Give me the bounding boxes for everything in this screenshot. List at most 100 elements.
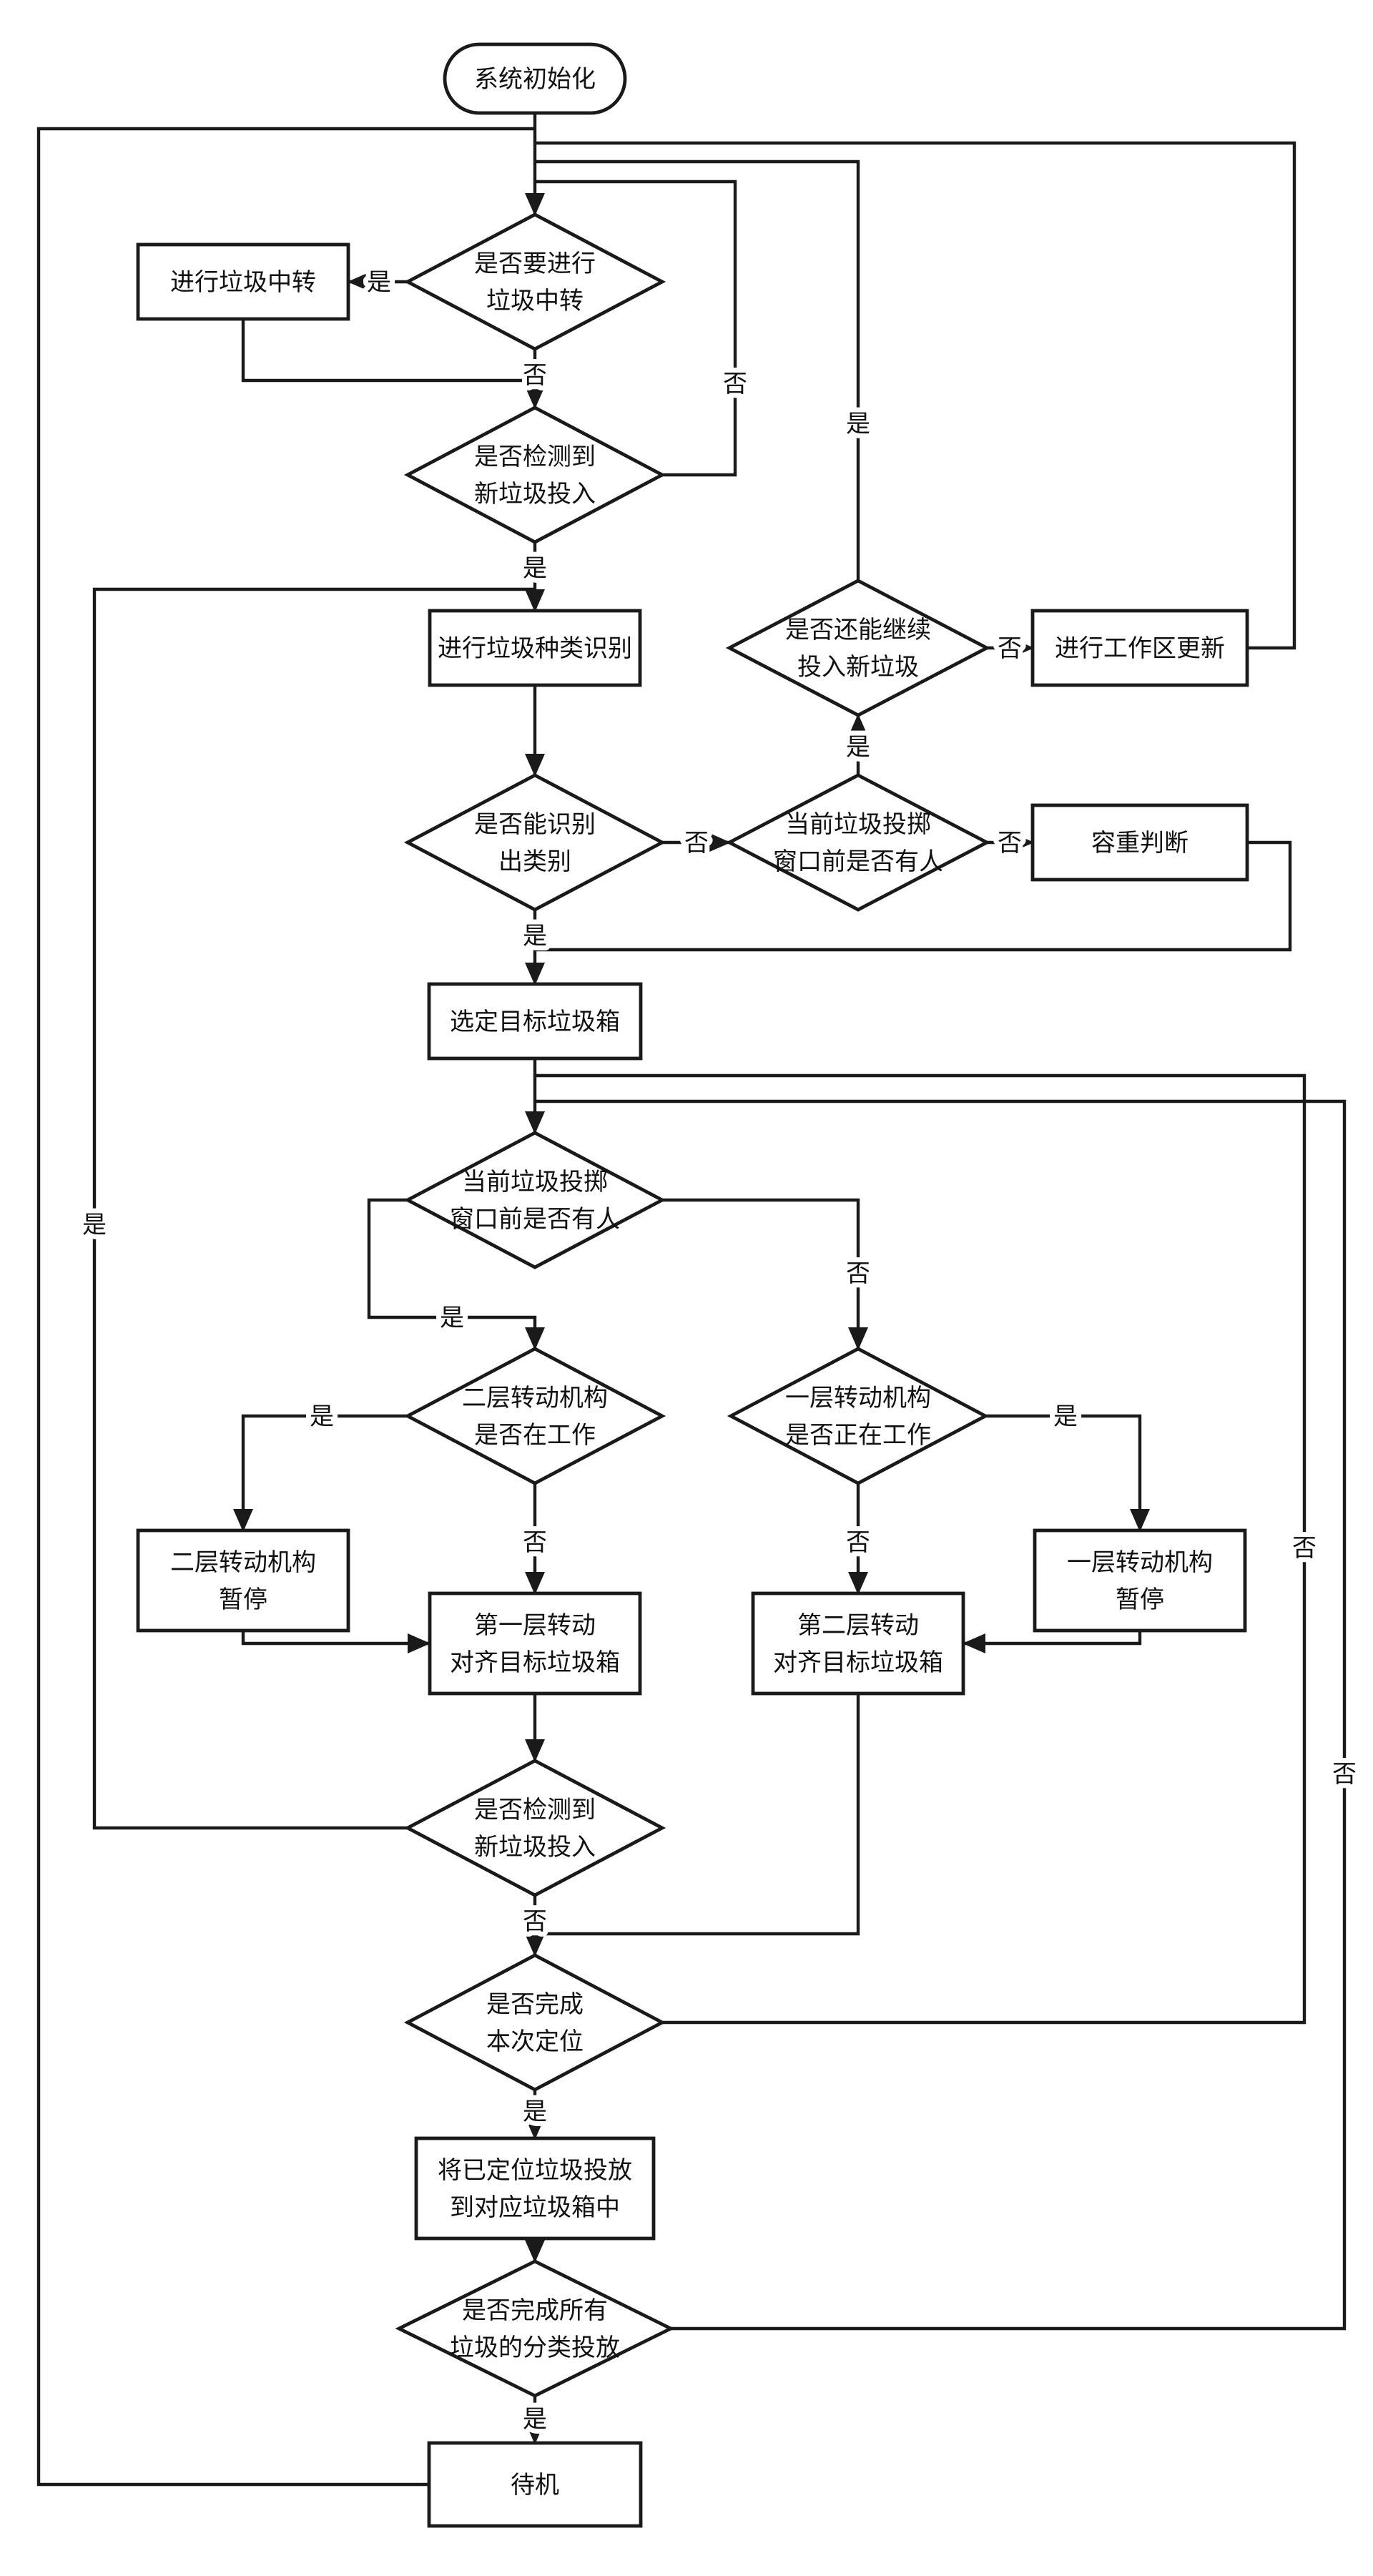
node-p_pause2-label: 二层转动机构暂停 [170,1549,316,1613]
node-d8: 是否检测到新垃圾投入 [403,1759,666,1897]
node-p_recognize-process [428,609,642,687]
edge-transfer-decision-yes-label: 是 [367,269,391,296]
node-p_transfer-process [136,242,350,321]
node-d10-diamond [395,2259,675,2398]
node-p_standby: 待机 [427,2441,643,2528]
node-p_select-process [427,982,643,1061]
node-p_pause2-process [136,1528,350,1633]
node-d10: 是否完成所有垃圾的分类投放 [395,2259,675,2398]
edge-transfer-decision-no-label: 否 [523,362,547,389]
node-d9: 是否完成本次定位 [403,1953,666,2092]
edge-detect2-no-label: 否 [523,1908,547,1935]
node-d8-label: 是否检测到新垃圾投入 [474,1796,596,1861]
node-d6: 当前垃圾投掷窗口前是否有人 [403,1131,666,1269]
node-d9-label: 是否完成本次定位 [486,1991,584,2055]
edge-continue-input-yes-loop-label: 是 [846,411,870,438]
node-d10-label: 是否完成所有垃圾的分类投放 [450,2297,620,2361]
edge-window2-no [662,1198,868,1350]
edge-detect1-yes-label: 是 [523,555,547,582]
edge-detect2-yes-loop [92,587,535,1830]
node-d5-label: 是否能识别出类别 [474,811,596,875]
edge-labels-layer: 是否是否是是否是否否是否否是否是是否否否是是 [77,264,1362,2438]
node-d6-label: 当前垃圾投掷窗口前是否有人 [450,1169,620,1233]
edge-positioning-no-loop-label: 否 [1292,1535,1317,1562]
node-p_transfer: 进行垃圾中转 [136,242,350,321]
edge-all-sorted-no-loop-label: 否 [1332,1761,1357,1788]
edge-layer1-working-yes-label: 是 [1053,1403,1078,1430]
edge-layer2-working-no-label: 否 [523,1529,547,1556]
node-d7l-label: 二层转动机构是否在工作 [462,1385,608,1449]
edge-align2-merge [535,1693,860,1936]
node-d1-label: 是否要进行垃圾中转 [474,250,596,315]
node-p_align1-process [428,1591,642,1696]
nodes-layer: 系统初始化是否要进行垃圾中转进行垃圾中转是否检测到新垃圾投入进行垃圾种类识别是否… [136,42,1249,2528]
edge-layer2-working-yes [233,1414,408,1532]
node-p_drop-label: 将已定位垃圾投放到对应垃圾箱中 [438,2157,632,2221]
node-d3-diamond [725,579,991,717]
node-d7r-diamond [727,1347,990,1485]
edge-layer1-working-no-label: 否 [846,1529,870,1556]
edge-all-sorted-no-loop [535,1099,1347,2331]
edge-detect1-no-loop [535,180,737,477]
edge-continue-input-no-label: 否 [998,635,1022,662]
edge-layer1-working-yes [985,1414,1150,1532]
edge-window1-no-label: 否 [998,830,1022,857]
edge-continue-input-yes-loop [535,159,860,581]
edge-window2-yes [367,1198,545,1350]
edge-positioning-yes-label: 是 [523,2098,547,2125]
edge-pause2-to-align1 [241,1631,430,1653]
edge-category-yes-label: 是 [523,923,547,950]
node-p_standby-process [427,2441,643,2528]
node-p_align1-label: 第一层转动对齐目标垃圾箱 [450,1612,620,1676]
node-d7r: 一层转动机构是否正在工作 [727,1347,990,1485]
edge-window2-no-label: 否 [846,1260,870,1287]
node-d5-diamond [403,773,666,912]
node-d3-label: 是否还能继续投入新垃圾 [785,616,931,681]
node-d2: 是否检测到新垃圾投入 [403,405,666,544]
node-p_transfer-label: 进行垃圾中转 [170,269,316,296]
node-start: 系统初始化 [443,42,627,115]
node-d4b-diamond [725,773,991,912]
node-d5: 是否能识别出类别 [403,773,666,912]
edge-category-no-label: 否 [684,830,709,857]
node-start-label: 系统初始化 [474,66,596,93]
node-p_workzone: 进行工作区更新 [1030,609,1249,687]
edge-positioning-no-loop [535,1073,1306,2025]
edge-workzone-return-loop [535,141,1296,650]
node-d9-diamond [403,1953,666,2092]
node-p_align1: 第一层转动对齐目标垃圾箱 [428,1591,642,1696]
node-d1: 是否要进行垃圾中转 [403,212,666,351]
node-p_pause1-process [1033,1528,1247,1633]
node-p_density: 容重判断 [1030,803,1249,882]
node-p_recognize-label: 进行垃圾种类识别 [438,635,632,662]
node-p_select-label: 选定目标垃圾箱 [450,1008,620,1036]
node-d2-diamond [403,405,666,544]
node-d7l: 二层转动机构是否在工作 [403,1347,666,1485]
node-p_recognize: 进行垃圾种类识别 [428,609,642,687]
node-d6-diamond [403,1131,666,1269]
node-p_drop: 将已定位垃圾投放到对应垃圾箱中 [414,2136,656,2241]
edges-layer [36,113,1347,2487]
node-p_standby-label: 待机 [511,2472,559,2499]
node-p_align2-process [751,1591,965,1696]
edge-window2-yes-label: 是 [440,1304,464,1332]
edge-all-sorted-yes-label: 是 [523,2406,547,2433]
node-p_select: 选定目标垃圾箱 [427,982,643,1061]
node-p_pause1: 一层转动机构暂停 [1033,1528,1247,1633]
edge-standby-return-loop [36,127,535,2487]
node-d1-diamond [403,212,666,351]
node-p_density-label: 容重判断 [1091,830,1189,857]
node-d7r-label: 一层转动机构是否正在工作 [785,1385,931,1449]
node-p_pause2: 二层转动机构暂停 [136,1528,350,1633]
node-p_workzone-process [1030,609,1249,687]
node-start-terminator [443,42,627,115]
node-d8-diamond [403,1759,666,1897]
node-d4b-label: 当前垃圾投掷窗口前是否有人 [773,811,943,875]
node-d2-label: 是否检测到新垃圾投入 [474,443,596,508]
edge-density-return [535,840,1292,952]
edge-window1-yes-label: 是 [846,734,870,761]
edge-detect1-no-loop-label: 否 [723,370,747,398]
node-d3: 是否还能继续投入新垃圾 [725,579,991,717]
node-p_pause1-label: 一层转动机构暂停 [1067,1549,1213,1613]
